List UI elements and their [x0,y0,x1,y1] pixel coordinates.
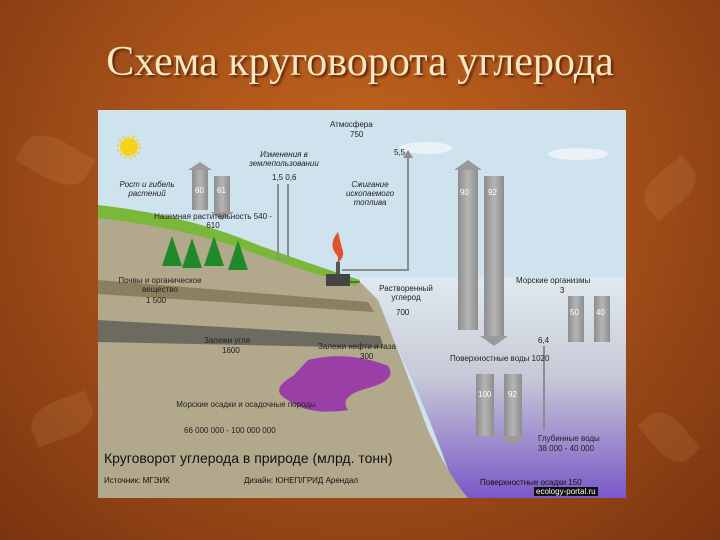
leaf-decoration [15,125,96,195]
deep-flux-arrow [504,374,522,436]
sun-icon [116,134,142,160]
dissolved-carbon-label: Растворенный углерод [366,284,446,302]
source-credit: Источник: МГЭИК [104,476,170,485]
marine-flux-1: 50 [570,308,579,317]
ocean-flux-2: 92 [488,188,497,197]
deep-flux-2: 92 [508,390,517,399]
plant-flux-2: 61 [217,186,226,195]
ocean-flux-1: 90 [460,188,469,197]
plant-flux-1: 60 [195,186,204,195]
soil-value: 1 500 [146,296,166,305]
deep-water-label: Глубинные воды [538,434,600,443]
sediments-label: Морские осадки и осадочные породы [176,400,316,409]
coal-value: 1600 [222,346,240,355]
marine-flux-2: 40 [596,308,605,317]
marine-flux-arrow [568,296,584,342]
leaf-decoration [635,155,704,221]
fossil-value: 5,5 [394,148,405,157]
land-use-value: 1,5 0,6 [272,173,296,182]
land-vegetation-label: Наземная растительность 540 - 610 [148,212,278,230]
fossil-burning-label: Сжигание ископаемого топлива [330,180,410,207]
leaf-decoration [25,390,98,448]
surface-water-label: Поверхностные воды 1020 [450,354,549,363]
slide-title: Схема круговорота углерода [0,38,720,86]
oil-gas-label: Залежи нефти и газа [318,342,396,351]
deep-flux-arrow [476,374,494,436]
plant-growth-label: Рост и гибель растений [112,180,182,198]
marine-flux-arrow [594,296,610,342]
leaf-decoration [637,404,700,470]
design-credit: Дизайн: ЮНЕП/ГРИД Арендал [244,476,358,485]
coal-label: Залежи угля [204,336,250,345]
factory-icon [324,228,352,288]
ocean-flux-arrow [484,176,504,336]
land-use-label: Изменения в землепользовании [238,150,330,168]
marine-value: 3 [560,286,564,295]
sediments-value: 66 000 000 - 100 000 000 [184,426,276,435]
diagram-caption: Круговорот углерода в природе (млрд. тон… [104,450,393,466]
cloud [548,148,608,160]
dissolved-value: 700 [396,308,409,317]
soil-label: Почвы и органическое вещество [100,276,220,294]
deep-flux-1: 100 [478,390,491,399]
oil-gas-value: 300 [360,352,373,361]
surface-sediments-label: Поверхностные осадки 150 [480,478,582,487]
deep-water-value: 38 000 - 40 000 [538,444,594,453]
watermark: ecology-portal.ru [534,487,598,496]
marine-organisms-label: Морские организмы [516,276,590,285]
ocean-flux-head [454,160,482,170]
atmosphere-label: Атмосфера [330,120,373,129]
carbon-cycle-diagram: Атмосфера 750 Изменения в землепользован… [98,110,626,498]
mixing-value: 6,4 [538,336,549,345]
atmosphere-value: 750 [350,130,363,139]
flux-arrow-head [188,162,212,170]
